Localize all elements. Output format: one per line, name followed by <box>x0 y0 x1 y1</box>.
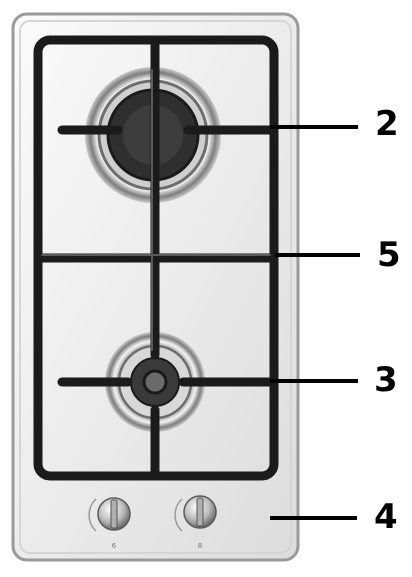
callout-label-control-knobs: 4 <box>374 497 398 537</box>
callout-label-small-burner: 3 <box>374 360 398 400</box>
pan-support-grate <box>33 35 279 481</box>
callout-label-large-burner: 2 <box>375 104 399 144</box>
grate-highlights <box>41 69 271 351</box>
right-knob-mark: 8 <box>198 542 202 550</box>
left-control-knob[interactable] <box>88 497 131 532</box>
left-knob-mark: 6 <box>112 542 117 550</box>
hob-plate-inner-edge <box>19 20 292 554</box>
right-control-knob[interactable] <box>174 495 217 532</box>
callout-label-grate-support: 5 <box>377 235 401 275</box>
